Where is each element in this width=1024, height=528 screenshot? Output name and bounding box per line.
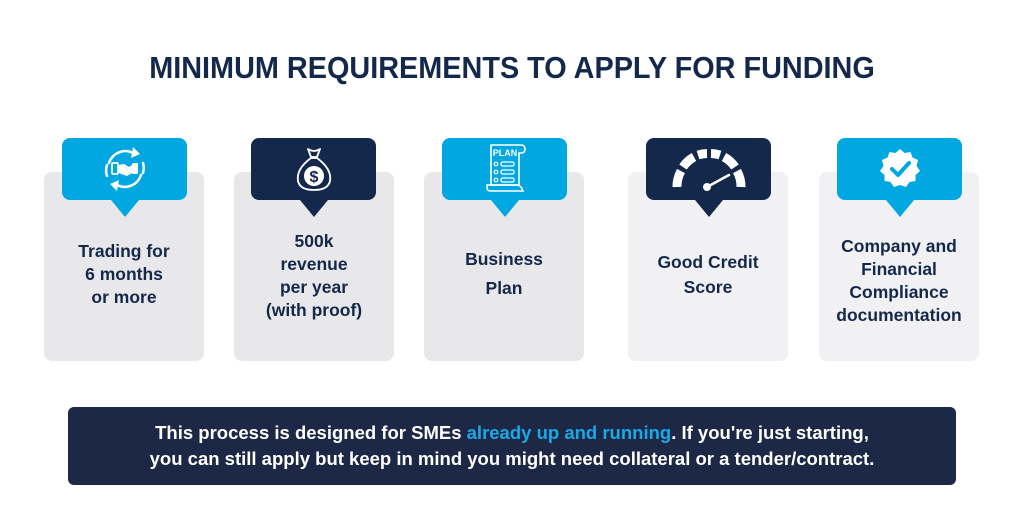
icon-bubble — [646, 138, 771, 217]
requirement-card-revenue: 500k revenue per year (with proof) — [234, 172, 394, 361]
requirement-card-compliance: Company and Financial Compliance documen… — [819, 172, 979, 361]
banner-text: This process is designed for SMEs — [155, 422, 467, 443]
text-line: (with proof) — [265, 300, 363, 320]
money-bag-icon: $ — [296, 148, 331, 191]
banner-line-1: This process is designed for SMEs alread… — [155, 420, 869, 446]
requirement-text: Company and Financial Compliance documen… — [819, 235, 979, 327]
speedometer-icon — [672, 149, 745, 191]
text-line: revenue — [280, 254, 348, 274]
icon-bubble — [62, 138, 187, 217]
text-line: Plan — [485, 278, 523, 298]
requirement-text: 500k revenue per year (with proof) — [234, 230, 394, 322]
svg-text:PLAN: PLAN — [492, 148, 517, 158]
plan-scroll-icon: PLAN — [485, 144, 526, 192]
banner-line-2: you can still apply but keep in mind you… — [149, 448, 875, 469]
icon-bubble: $ — [251, 138, 376, 217]
icon-bubble: PLAN — [442, 138, 567, 217]
svg-text:$: $ — [309, 169, 318, 186]
text-line: 500k — [294, 231, 334, 251]
icon-bubble — [837, 138, 962, 217]
page-title: MINIMUM REQUIREMENTS TO APPLY FOR FUNDIN… — [149, 50, 875, 85]
text-line: Compliance — [849, 282, 949, 302]
requirement-text: Business Plan — [424, 248, 584, 300]
text-line: Financial — [861, 259, 937, 279]
text-line: Trading for — [78, 241, 170, 261]
text-line: Score — [683, 277, 733, 297]
text-line: Business — [465, 249, 543, 269]
banner-text: . If you're just starting, — [671, 422, 869, 443]
info-banner: This process is designed for SMEs alread… — [68, 407, 956, 485]
text-line: 6 months — [85, 264, 163, 284]
banner-highlight: already up and running — [466, 422, 672, 443]
text-line: or more — [91, 287, 157, 307]
handshake-cycle-icon — [104, 147, 145, 191]
text-line: Company and — [841, 236, 957, 256]
text-line: per year — [279, 277, 349, 297]
text-line: Good Credit — [657, 252, 759, 272]
requirement-text: Trading for 6 months or more — [44, 240, 204, 309]
text-line: documentation — [836, 305, 962, 325]
requirement-text: Good Credit Score — [628, 251, 788, 299]
verified-badge-icon — [879, 149, 920, 187]
